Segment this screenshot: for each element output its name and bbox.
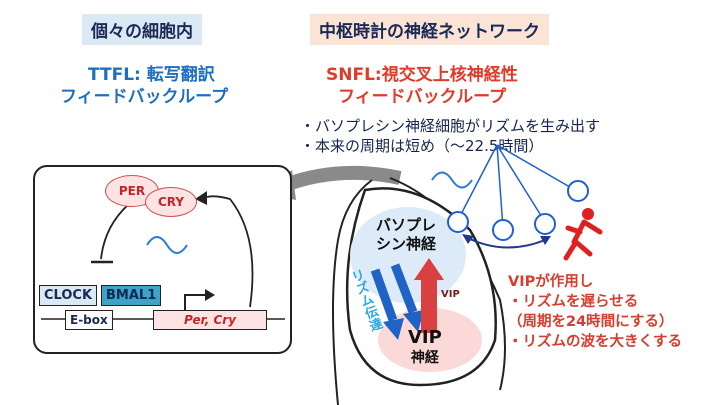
ttfl-title: TTFL: 転写翻訳: [88, 60, 215, 85]
rhythm-arrow-2: [390, 263, 418, 314]
clock-protein: CLOCK: [39, 285, 98, 306]
ttfl-desc: : 転写翻訳: [134, 65, 215, 85]
snfl-label: SNFL: [326, 65, 375, 85]
network-wave-icon: [431, 171, 473, 189]
scn-outline-left: [332, 179, 373, 405]
rhythm-arrow-1: [370, 268, 398, 322]
pendulum-bob-1: [447, 211, 469, 233]
snfl-desc: :視交叉上核神経性: [374, 65, 518, 85]
bullet-vasopressin: ・バソプレシン神経細胞がリズムを生み出す: [300, 117, 601, 135]
effect-title: VIPが作用し: [508, 274, 594, 290]
inhibition-line: [100, 198, 136, 260]
ebox-element: E-box: [65, 310, 113, 330]
vasopressin-line2: シン神経: [376, 235, 437, 253]
sync-arrowhead-left: [462, 234, 474, 244]
effect-amplitude: ・リズムの波を大きくする: [508, 334, 682, 350]
transcription-arrowhead: [205, 289, 215, 301]
vip-effects: VIPが作用し ・リズムを遅らせる （周期を24時間にする） ・リズムの波を大き…: [508, 272, 682, 352]
vasopressin-line1: バソプレ: [376, 216, 437, 234]
rhythm-arrowhead-2: [403, 310, 424, 332]
pendulum-string-2: [496, 144, 504, 229]
cell-wave-icon: [146, 236, 188, 254]
transcription-start-arrow: [184, 294, 205, 312]
rhythm-arrowhead-1: [383, 318, 404, 340]
vip-sub-label: 神経: [410, 350, 439, 366]
cell-header: 個々の細胞内: [82, 14, 202, 45]
bmal1-protein: BMAL1: [101, 285, 162, 306]
runner-icon: [563, 208, 603, 261]
pendulum-bob-2: [492, 219, 514, 241]
pendulum-string-4: [496, 144, 576, 191]
snfl-subtitle: フィードバックループ: [338, 87, 507, 107]
bullet-period: ・本来の周期は短め（～22.5時間）: [300, 137, 544, 155]
cell-box: PER CRY CLOCK BMAL1 E-box Per, Cry: [33, 165, 292, 354]
vip-zone: [378, 308, 482, 372]
cry-protein: CRY: [145, 187, 197, 217]
effect-period: （周期を24時間にする）: [508, 314, 674, 330]
pendulum-bob-3: [534, 213, 556, 235]
effect-delay: ・リズムを遅らせる: [508, 294, 639, 310]
gray-link-arrow: [282, 165, 402, 192]
vip-arrow-label: VIP: [441, 289, 460, 300]
pendulum-string-1: [457, 144, 498, 221]
per-cry-gene: Per, Cry: [153, 310, 267, 330]
vasopressin-label: バソプレ シン神経: [376, 216, 436, 254]
sync-double-arrow: [467, 237, 546, 249]
ttfl-label: TTFL: [88, 65, 135, 85]
vip-arrowhead: [414, 258, 444, 280]
pendulum-string-3: [496, 144, 546, 223]
vip-label: VIP: [408, 327, 442, 348]
translation-arrow: [206, 195, 254, 308]
vip-neuron-label: VIP 神経: [408, 328, 442, 368]
network-header: 中枢時計の神経ネットワーク: [310, 14, 549, 45]
snfl-title: SNFL:視交叉上核神経性: [326, 60, 518, 85]
sync-arrowhead-right: [540, 236, 551, 245]
translation-arrowhead: [195, 191, 207, 205]
pendulum-bob-4: [567, 180, 589, 202]
ttfl-subtitle: フィードバックループ: [60, 87, 229, 107]
vip-arrow-shaft: [421, 278, 437, 333]
